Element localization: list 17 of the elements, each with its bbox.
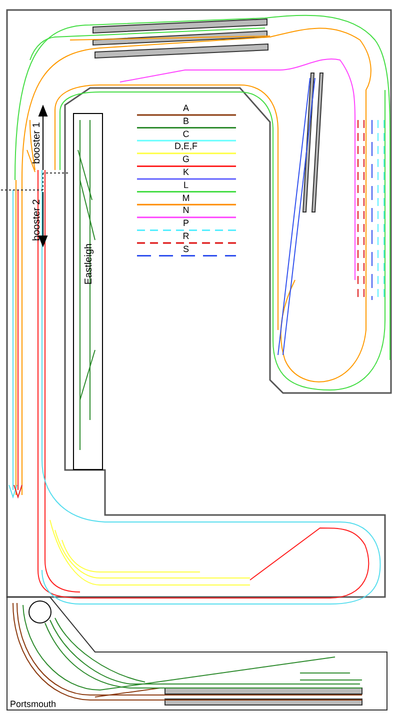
legend-label: C xyxy=(182,130,190,139)
station-label: Portsmouth xyxy=(10,700,56,709)
legend-label: S xyxy=(183,244,189,254)
station-name: Eastleigh xyxy=(82,243,96,285)
legend-label: A xyxy=(183,104,189,113)
legend-label: R xyxy=(182,232,190,241)
legend-label: P xyxy=(183,219,189,228)
legend-label: G xyxy=(182,155,190,164)
legend-label: K xyxy=(183,168,189,177)
station-box xyxy=(73,113,103,470)
legend-label: L xyxy=(184,180,188,190)
legend-label: D,E,F xyxy=(174,142,198,152)
legend-label: N xyxy=(182,206,190,216)
booster-label: booster 2 xyxy=(30,199,44,241)
legend-label: B xyxy=(183,116,189,126)
booster-label: booster 1 xyxy=(30,122,44,164)
legend-label: M xyxy=(182,194,190,203)
